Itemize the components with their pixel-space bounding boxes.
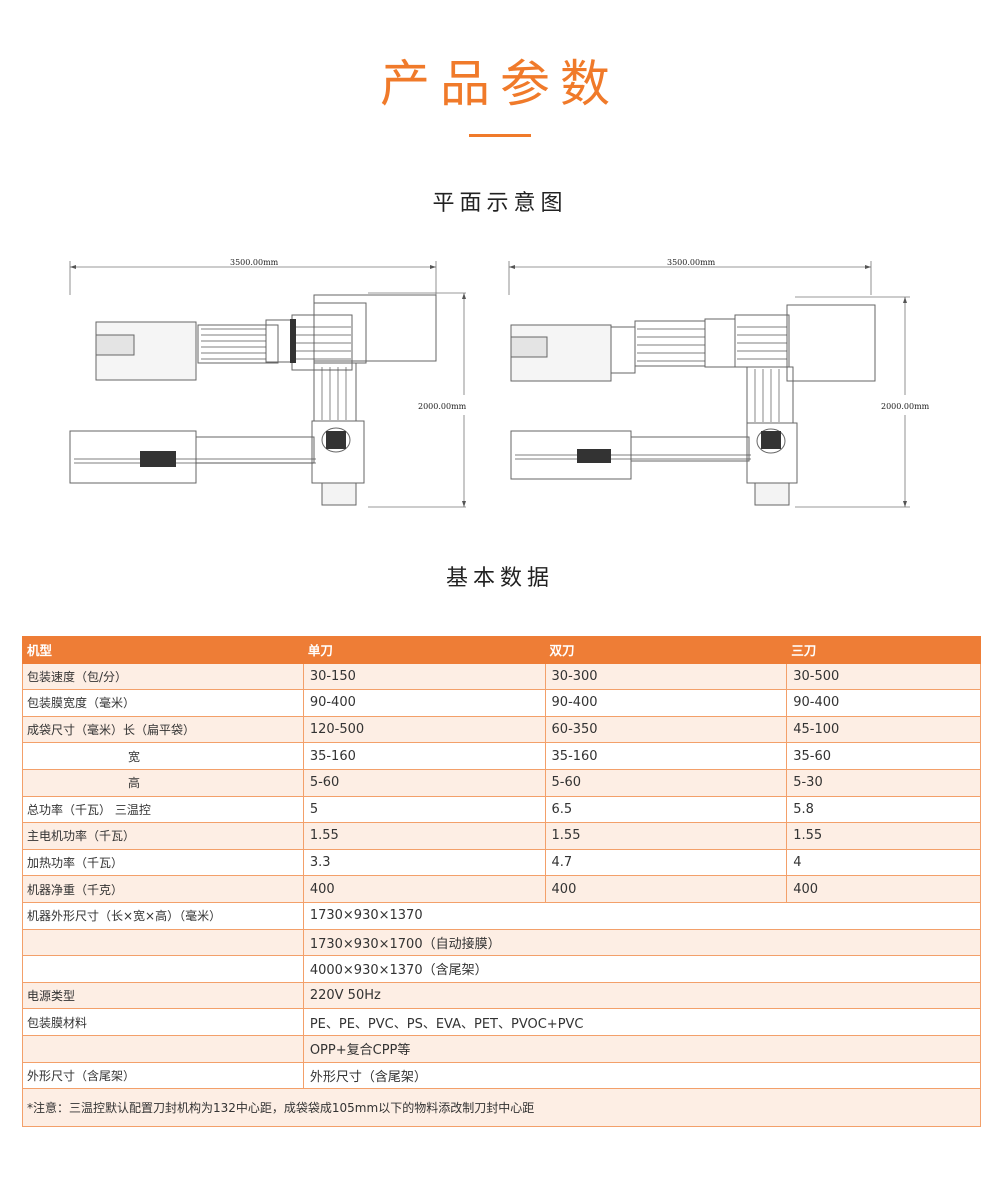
row-label: 电源类型	[22, 981, 304, 1010]
cell-value: 1730×930×1370	[302, 901, 982, 930]
row-label: 包装膜宽度（毫米）	[22, 689, 304, 717]
spec-table: 机型 单刀 双刀 三刀 包装速度（包/分） 30-150 30-300 30-5…	[22, 636, 982, 1128]
row-label: 机器外形尺寸（长×宽×高）（毫米）	[22, 901, 304, 930]
height-dimension: 2000.00mm	[881, 402, 930, 411]
cell-value: 4	[786, 848, 981, 877]
table-row: 机器净重（千克） 400 400 400	[22, 875, 981, 903]
cell-value: 35-160	[544, 742, 788, 770]
cell-value: 400	[786, 875, 981, 903]
title-underline	[469, 134, 531, 137]
row-label	[22, 928, 304, 957]
table-row: 4000×930×1370（含尾架）	[22, 955, 982, 983]
row-label: 机器净重（千克）	[22, 875, 304, 903]
row-label: 高	[22, 768, 304, 797]
table-row: 包装速度（包/分） 30-150 30-300 30-500	[22, 662, 981, 691]
table-row: 主电机功率（千瓦） 1.55 1.55 1.55	[22, 822, 981, 850]
row-label: 主电机功率（千瓦）	[22, 822, 304, 850]
row-label	[22, 1034, 304, 1063]
table-row: 加热功率（千瓦） 3.3 4.7 4	[22, 848, 981, 877]
row-label: 包装速度（包/分）	[22, 662, 304, 691]
page-title: 产品参数	[380, 55, 620, 113]
table-row: 包装膜材料 PE、PE、PVC、PS、EVA、PET、PVOC+PVC	[22, 1008, 982, 1036]
cell-value: 60-350	[544, 715, 788, 744]
table-row: 机器外形尺寸（长×宽×高）（毫米） 1730×930×1370	[22, 901, 982, 930]
table-row: OPP+复合CPP等	[22, 1034, 982, 1063]
table-row: 宽 35-160 35-160 35-60	[22, 742, 981, 770]
cell-value: 6.5	[544, 795, 788, 824]
cell-value: 1.55	[302, 822, 546, 850]
header-cell: 单刀	[302, 636, 546, 664]
table-header-row: 机型 单刀 双刀 三刀	[22, 636, 981, 664]
plan-heading: 平面示意图	[432, 191, 568, 216]
row-label: 总功率（千瓦） 三温控	[22, 795, 304, 824]
table-row: 高 5-60 5-60 5-30	[22, 768, 981, 797]
row-label: 外形尺寸（含尾架）	[22, 1061, 304, 1090]
cell-value: 5-60	[302, 768, 546, 797]
cell-value: 220V 50Hz	[302, 981, 982, 1010]
cell-value: 400	[544, 875, 788, 903]
header-cell: 双刀	[544, 636, 788, 664]
row-label: 成袋尺寸（毫米）长（扁平袋）	[22, 715, 304, 744]
table-note-row: *注意：三温控默认配置刀封机构为132中心距，成袋袋成105mm以下的物料添改制…	[22, 1088, 981, 1128]
cell-value: 3.3	[302, 848, 546, 877]
row-label: 加热功率（千瓦）	[22, 848, 304, 877]
cell-value: 5	[302, 795, 546, 824]
cell-value: 4000×930×1370（含尾架）	[302, 955, 982, 983]
cell-value: 90-400	[786, 689, 981, 717]
row-label: 包装膜材料	[22, 1008, 304, 1036]
width-dimension: 3500.00mm	[230, 258, 279, 267]
table-row: 包装膜宽度（毫米） 90-400 90-400 90-400	[22, 689, 981, 717]
plan-drawing-right: 3500.00mm 2000.00mm	[508, 258, 930, 508]
row-label	[22, 955, 304, 983]
cell-value: PE、PE、PVC、PS、EVA、PET、PVOC+PVC	[302, 1008, 982, 1036]
cell-value: 外形尺寸（含尾架）	[302, 1061, 982, 1090]
table-row: 电源类型 220V 50Hz	[22, 981, 982, 1010]
cell-value: 1.55	[544, 822, 788, 850]
cell-value: 30-150	[302, 662, 546, 691]
table-note: *注意：三温控默认配置刀封机构为132中心距，成袋袋成105mm以下的物料添改制…	[22, 1088, 981, 1128]
cell-value: 35-160	[302, 742, 546, 770]
cell-value: 5-60	[544, 768, 788, 797]
cell-value: 30-500	[786, 662, 981, 691]
width-dimension: 3500.00mm	[667, 258, 716, 267]
plan-drawing-left: 3500.00mm 2000.00mm	[69, 258, 467, 508]
cell-value: 4.7	[544, 848, 788, 877]
table-row: 成袋尺寸（毫米）长（扁平袋） 120-500 60-350 45-100	[22, 715, 981, 744]
cell-value: OPP+复合CPP等	[302, 1034, 982, 1063]
cell-value: 35-60	[786, 742, 981, 770]
height-dimension: 2000.00mm	[418, 402, 467, 411]
cell-value: 1730×930×1700（自动接膜）	[302, 928, 982, 957]
cell-value: 5-30	[786, 768, 981, 797]
cell-value: 90-400	[302, 689, 546, 717]
table-row: 1730×930×1700（自动接膜）	[22, 928, 982, 957]
data-heading: 基本数据	[445, 566, 554, 591]
cell-value: 400	[302, 875, 546, 903]
cell-value: 90-400	[544, 689, 788, 717]
table-row: 总功率（千瓦） 三温控 5 6.5 5.8	[22, 795, 981, 824]
cell-value: 30-300	[544, 662, 788, 691]
cell-value: 1.55	[786, 822, 981, 850]
header-cell: 三刀	[786, 636, 981, 664]
cell-value: 45-100	[786, 715, 981, 744]
header-cell: 机型	[22, 636, 304, 664]
cell-value: 5.8	[786, 795, 981, 824]
table-row: 外形尺寸（含尾架） 外形尺寸（含尾架）	[22, 1061, 982, 1090]
cell-value: 120-500	[302, 715, 546, 744]
row-label: 宽	[22, 742, 304, 770]
